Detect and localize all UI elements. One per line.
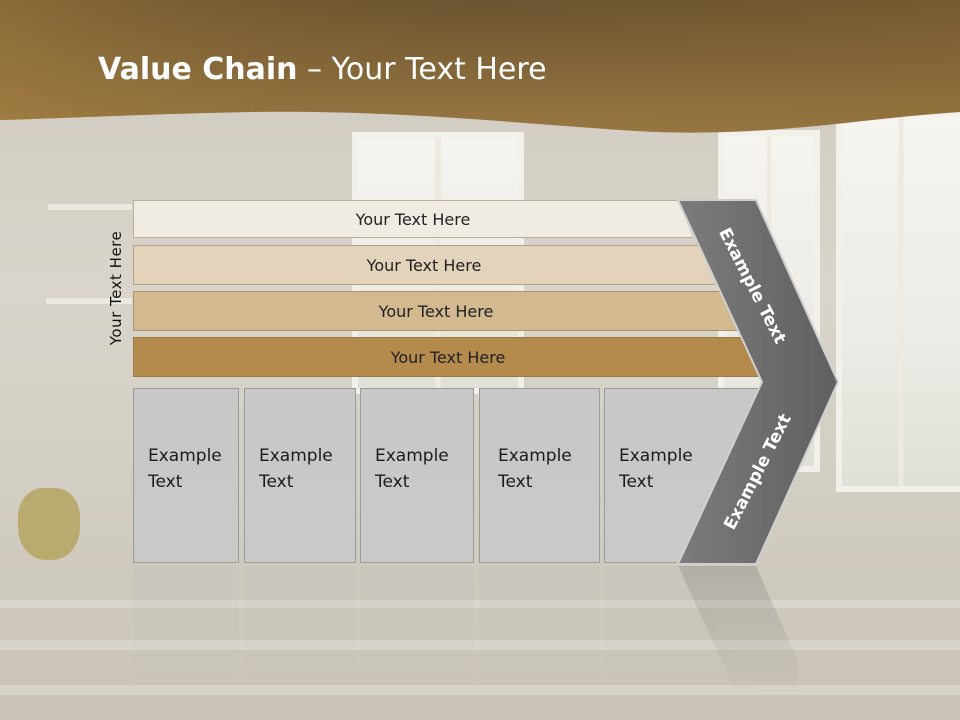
column-1-line2: Text: [148, 472, 183, 492]
page-title: Value Chain – Your Text Here: [98, 52, 547, 87]
column-3-line2: Text: [375, 472, 410, 492]
background-vase: [18, 488, 80, 560]
column-3[interactable]: Example Text: [360, 388, 474, 563]
side-label-text: Your Text Here: [107, 230, 125, 346]
column-1[interactable]: Example Text: [133, 388, 239, 563]
reflection-column-2: [244, 566, 356, 696]
column-4[interactable]: Example Text: [479, 388, 600, 563]
column-4-line1: Example: [498, 446, 572, 466]
floor-light-stripe-2: [0, 640, 960, 650]
column-4-line2: Text: [498, 472, 533, 492]
value-bar-1[interactable]: Your Text Here: [133, 200, 693, 238]
column-5-line2: Text: [619, 472, 654, 492]
column-3-line1: Example: [375, 446, 449, 466]
reflection: [133, 566, 853, 696]
value-bar-1-label: Your Text Here: [355, 209, 471, 229]
reflection-column-1: [133, 566, 239, 696]
value-bar-2-label: Your Text Here: [366, 255, 482, 275]
column-2[interactable]: Example Text: [244, 388, 356, 563]
background-shelf-2: [46, 298, 132, 304]
background-window-right: [836, 110, 960, 492]
column-2-line2: Text: [259, 472, 294, 492]
value-bar-4[interactable]: Your Text Here: [133, 337, 763, 377]
reflection-column-3: [360, 566, 474, 696]
column-5-line1: Example: [619, 446, 693, 466]
reflection-column-4: [479, 566, 600, 696]
header-banner: [0, 0, 960, 133]
value-bar-2[interactable]: Your Text Here: [133, 245, 715, 285]
value-bar-3[interactable]: Your Text Here: [133, 291, 739, 331]
background-shelf: [48, 204, 132, 210]
title-bold: Value Chain: [98, 52, 298, 87]
value-bar-4-label: Your Text Here: [390, 347, 506, 367]
value-bar-3-label: Your Text Here: [378, 301, 494, 321]
column-2-line1: Example: [259, 446, 333, 466]
column-1-line1: Example: [148, 446, 222, 466]
chevron-arrow[interactable]: [670, 196, 850, 568]
floor-light-stripe: [0, 600, 960, 608]
title-rest: – Your Text Here: [297, 52, 547, 87]
floor-light-stripe-3: [0, 685, 960, 695]
